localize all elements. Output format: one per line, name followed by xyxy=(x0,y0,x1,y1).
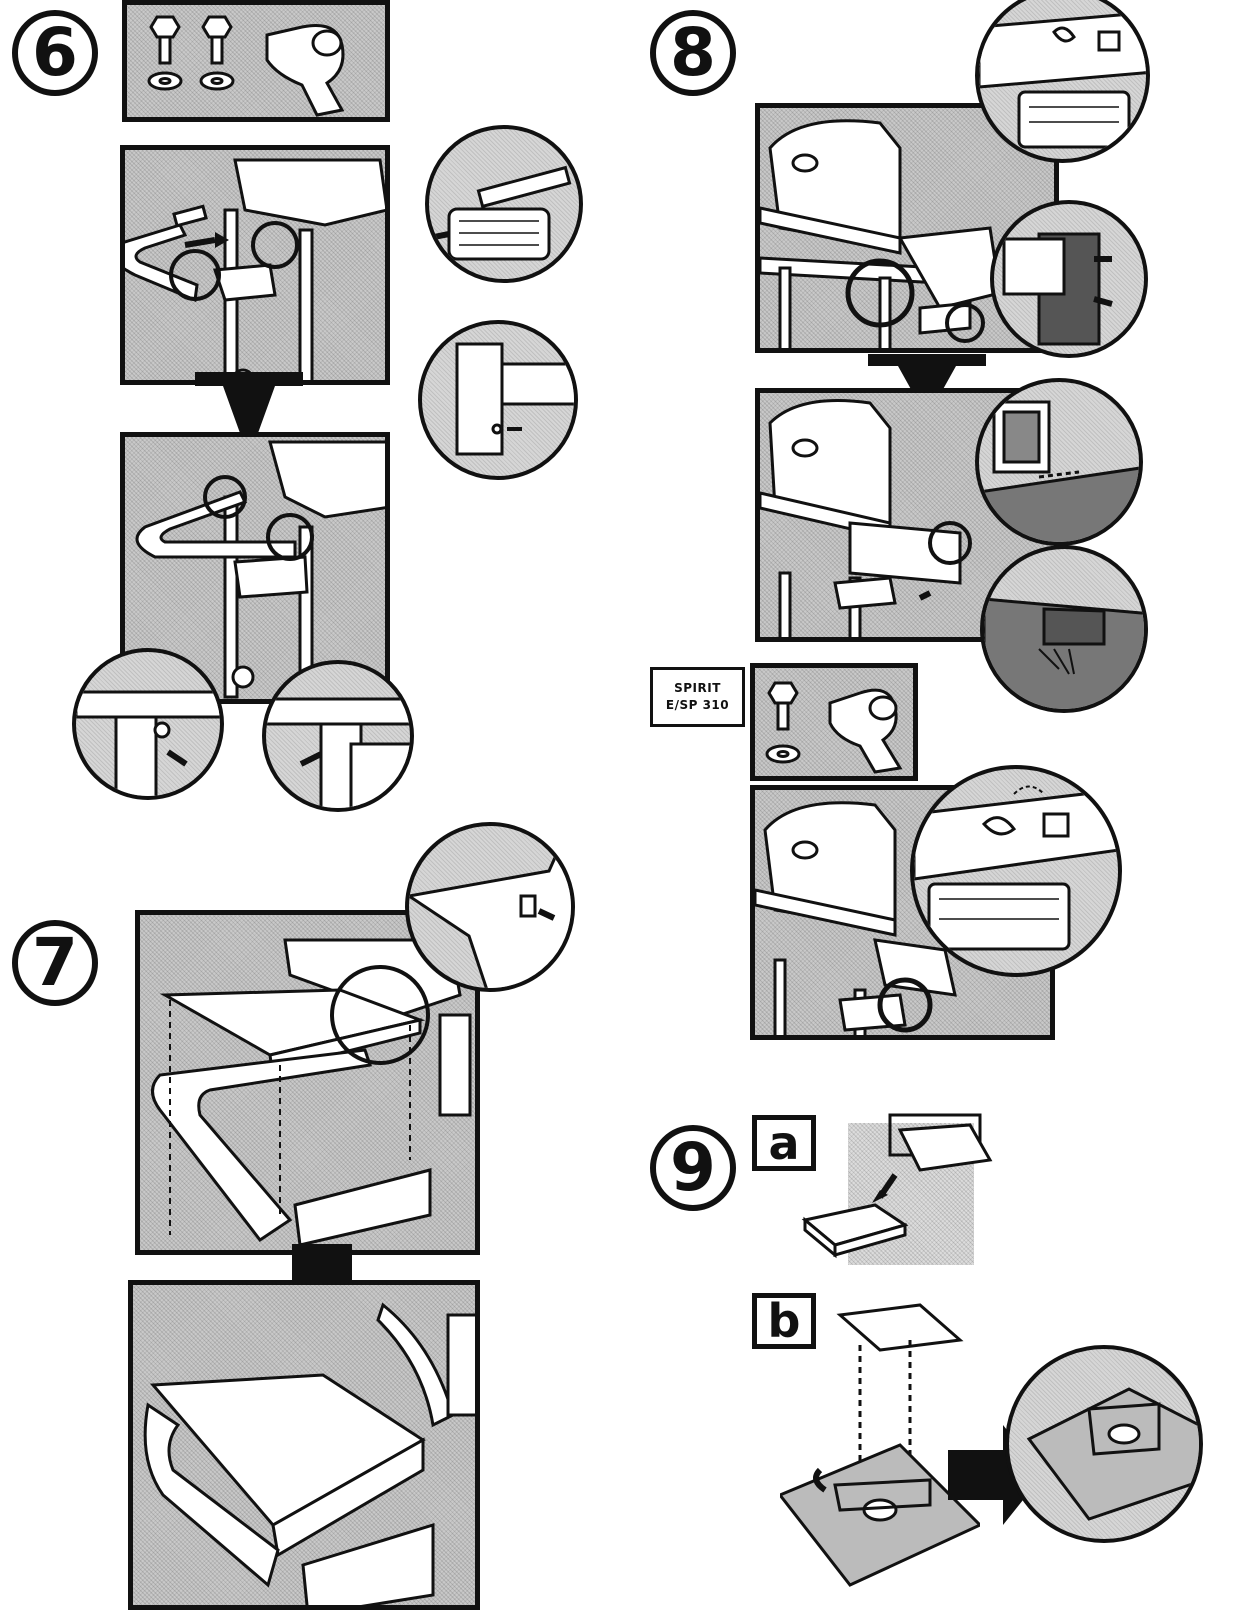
step-9-number: 9 xyxy=(650,1125,736,1211)
model-label-line2: E/SP 310 xyxy=(666,697,729,714)
bolt-icon xyxy=(203,17,231,63)
step-7-number: 7 xyxy=(12,920,98,1006)
step-8-callout-tray-top xyxy=(975,0,1150,163)
drip-tray-illustration xyxy=(790,1085,1020,1275)
step-6-callout-right-bolt xyxy=(262,660,414,812)
step-6-callout-bracket xyxy=(418,320,578,480)
bracket-icon xyxy=(830,690,900,772)
grill-cart-illustration xyxy=(125,150,390,385)
step-6-assembly-panel-top xyxy=(120,145,390,385)
step-8-parts-panel xyxy=(750,663,918,781)
step-7-assembly-panel-bottom xyxy=(128,1280,480,1610)
model-label: SPIRIT E/SP 310 xyxy=(650,667,745,727)
step-8-parts-illustration xyxy=(755,668,918,781)
model-label-line1: SPIRIT xyxy=(674,680,721,697)
bolt-icon xyxy=(769,683,797,729)
bolt-icon xyxy=(151,17,179,63)
step-6-parts-panel xyxy=(122,0,390,122)
step-6-number: 6 xyxy=(12,10,98,96)
washer-icon xyxy=(201,73,233,89)
step-8-callout-square-tube xyxy=(975,378,1143,546)
washer-icon xyxy=(149,73,181,89)
step-6-callout-tray xyxy=(425,125,583,283)
step-8-number: 8 xyxy=(650,10,736,96)
washer-icon xyxy=(767,746,799,762)
zoom-circle xyxy=(253,223,297,267)
step-8-callout-clip xyxy=(980,545,1148,713)
side-shelf-illustration xyxy=(133,1285,480,1610)
step-6-callout-left-bolt xyxy=(72,648,224,800)
step-7-callout-shelf-corner xyxy=(405,822,575,992)
step-8-callout-side-burner xyxy=(910,765,1122,977)
step-9b-callout-result xyxy=(1005,1345,1203,1543)
step-8-callout-bracket xyxy=(990,200,1148,358)
step-6-parts-illustration xyxy=(127,5,390,122)
bracket-icon xyxy=(267,25,343,115)
